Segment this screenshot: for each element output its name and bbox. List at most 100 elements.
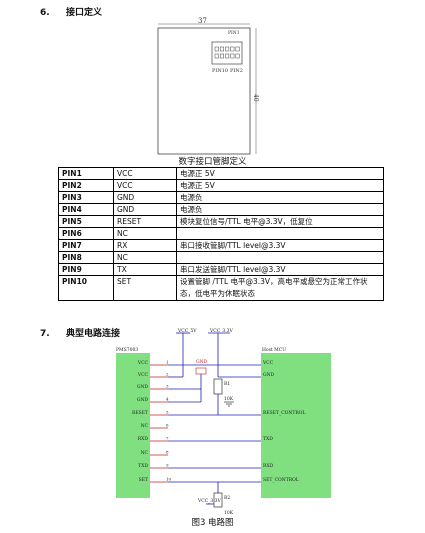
right-pin-label: RESET_CONTROL <box>263 410 305 416</box>
pin-number: 4 <box>166 397 169 402</box>
description-cell: 电源负 <box>176 191 384 204</box>
signal-cell: VCC <box>113 179 177 192</box>
left-pin-label: RXD <box>138 436 149 442</box>
module-outline-drawing: 37 40 PIN1 PIN10 PIN2 <box>157 17 259 155</box>
section-title: 接口定义 <box>66 8 103 18</box>
left-pin-label: GND <box>137 397 149 403</box>
right-chip-body <box>261 353 331 498</box>
pin-number: 1 <box>166 360 169 365</box>
pin2-label: PIN2 <box>230 68 243 74</box>
gnd-symbol <box>195 367 207 375</box>
r2-value: 10K <box>224 510 234 516</box>
pin-name-cell: PIN9 <box>58 263 114 276</box>
description-cell: 模块复位信号/TTL 电平@3.3V，低复位 <box>176 215 384 228</box>
description-cell: 电源正 5V <box>176 167 384 180</box>
description-cell: 串口发送管脚/TTL level@3.3V <box>176 263 384 276</box>
pin-name-cell: PIN3 <box>58 191 114 204</box>
pin-name-cell: PIN2 <box>58 179 114 192</box>
vcc-5v-label: VCC_5V <box>177 328 197 334</box>
section-number: 7. <box>40 329 50 339</box>
gnd-label: GND <box>196 359 208 365</box>
r2-label: R2 <box>224 495 230 501</box>
signal-cell: RX <box>113 239 177 252</box>
connector-pin <box>235 46 240 52</box>
connector-pin <box>225 46 230 52</box>
r1-label: R1 <box>224 381 230 387</box>
signal-cell: SET <box>113 275 177 301</box>
height-dimension-label: 40 <box>252 94 259 102</box>
connector-pin <box>230 53 235 59</box>
pin-name-cell: PIN7 <box>58 239 114 252</box>
r2-resistor <box>213 492 223 508</box>
width-dimension-label: 37 <box>198 17 207 25</box>
pin-name-cell: PIN8 <box>58 251 114 264</box>
pin1-label: PIN1 <box>228 30 240 36</box>
section-6-heading: 6. 接口定义 <box>40 5 102 18</box>
left-pin-label: VCC <box>137 360 149 366</box>
left-pin-label: GND <box>137 384 149 390</box>
r1-resistor <box>213 378 223 395</box>
pin-number: 2 <box>166 372 169 377</box>
description-cell <box>176 251 384 264</box>
r2-vcc-label: VCC_3.3V <box>197 498 222 504</box>
r1-value: 10K <box>224 396 234 402</box>
left-pin-label: RESET <box>132 410 148 416</box>
signal-cell: VCC <box>113 167 177 180</box>
description-cell: 串口接收管脚/TTL level@3.3V <box>176 239 384 252</box>
left-pin-label: SET <box>139 477 148 483</box>
section-7-heading: 7. 典型电路连接 <box>40 326 120 339</box>
pin-number: 9 <box>166 463 169 468</box>
description-cell <box>176 227 384 240</box>
connector-pin <box>235 53 240 59</box>
connector-pin <box>214 46 219 52</box>
pin-number: 10 <box>166 477 172 482</box>
connector-pin <box>225 53 230 59</box>
right-pin-label: VCC <box>262 360 274 366</box>
pin-name-cell: PIN10 <box>58 275 114 301</box>
right-pin-label: GND <box>263 372 275 378</box>
figure-caption: 图3 电路图 <box>191 518 234 528</box>
connector-pin <box>214 53 219 59</box>
left-chip-body <box>116 353 150 498</box>
connector-pin <box>230 46 235 52</box>
right-pin-label: TXD <box>263 436 273 442</box>
vcc-3v3-label: VCC_3.3V <box>209 328 234 334</box>
section-title: 典型电路连接 <box>66 329 121 339</box>
pin-number: 7 <box>166 436 169 441</box>
pin-name-cell: PIN1 <box>58 167 114 180</box>
signal-cell: NC <box>113 227 177 240</box>
left-pin-label: NC <box>141 450 149 456</box>
connector-pin <box>219 46 224 52</box>
pin-number: 5 <box>166 410 169 415</box>
signal-cell: GND <box>113 203 177 216</box>
signal-cell: GND <box>113 191 177 204</box>
left-pin-label: NC <box>141 423 149 429</box>
pin-name-cell: PIN4 <box>58 203 114 216</box>
right-pin-label: SET_CONTROL <box>263 477 299 483</box>
table-caption: 数字接口管脚定义 <box>178 157 247 167</box>
section-number: 6. <box>40 8 50 18</box>
connector <box>211 41 243 65</box>
pin-name-cell: PIN5 <box>58 215 114 228</box>
pin-number: 8 <box>166 450 169 455</box>
right-pin-label: RXD <box>263 463 274 469</box>
pin-number: 6 <box>166 423 169 428</box>
left-chip-label: PMS7003 <box>116 347 138 353</box>
right-chip-label: Host MCU <box>262 347 286 353</box>
connector-pin <box>219 53 224 59</box>
description-cell: 设置管脚 /TTL 电平@3.3V，高电平或悬空为正常工作状态，低电平为休眠状态 <box>176 275 384 301</box>
signal-cell: NC <box>113 251 177 264</box>
pin10-label: PIN10 <box>212 68 228 74</box>
left-pin-label: TXD <box>138 463 148 469</box>
